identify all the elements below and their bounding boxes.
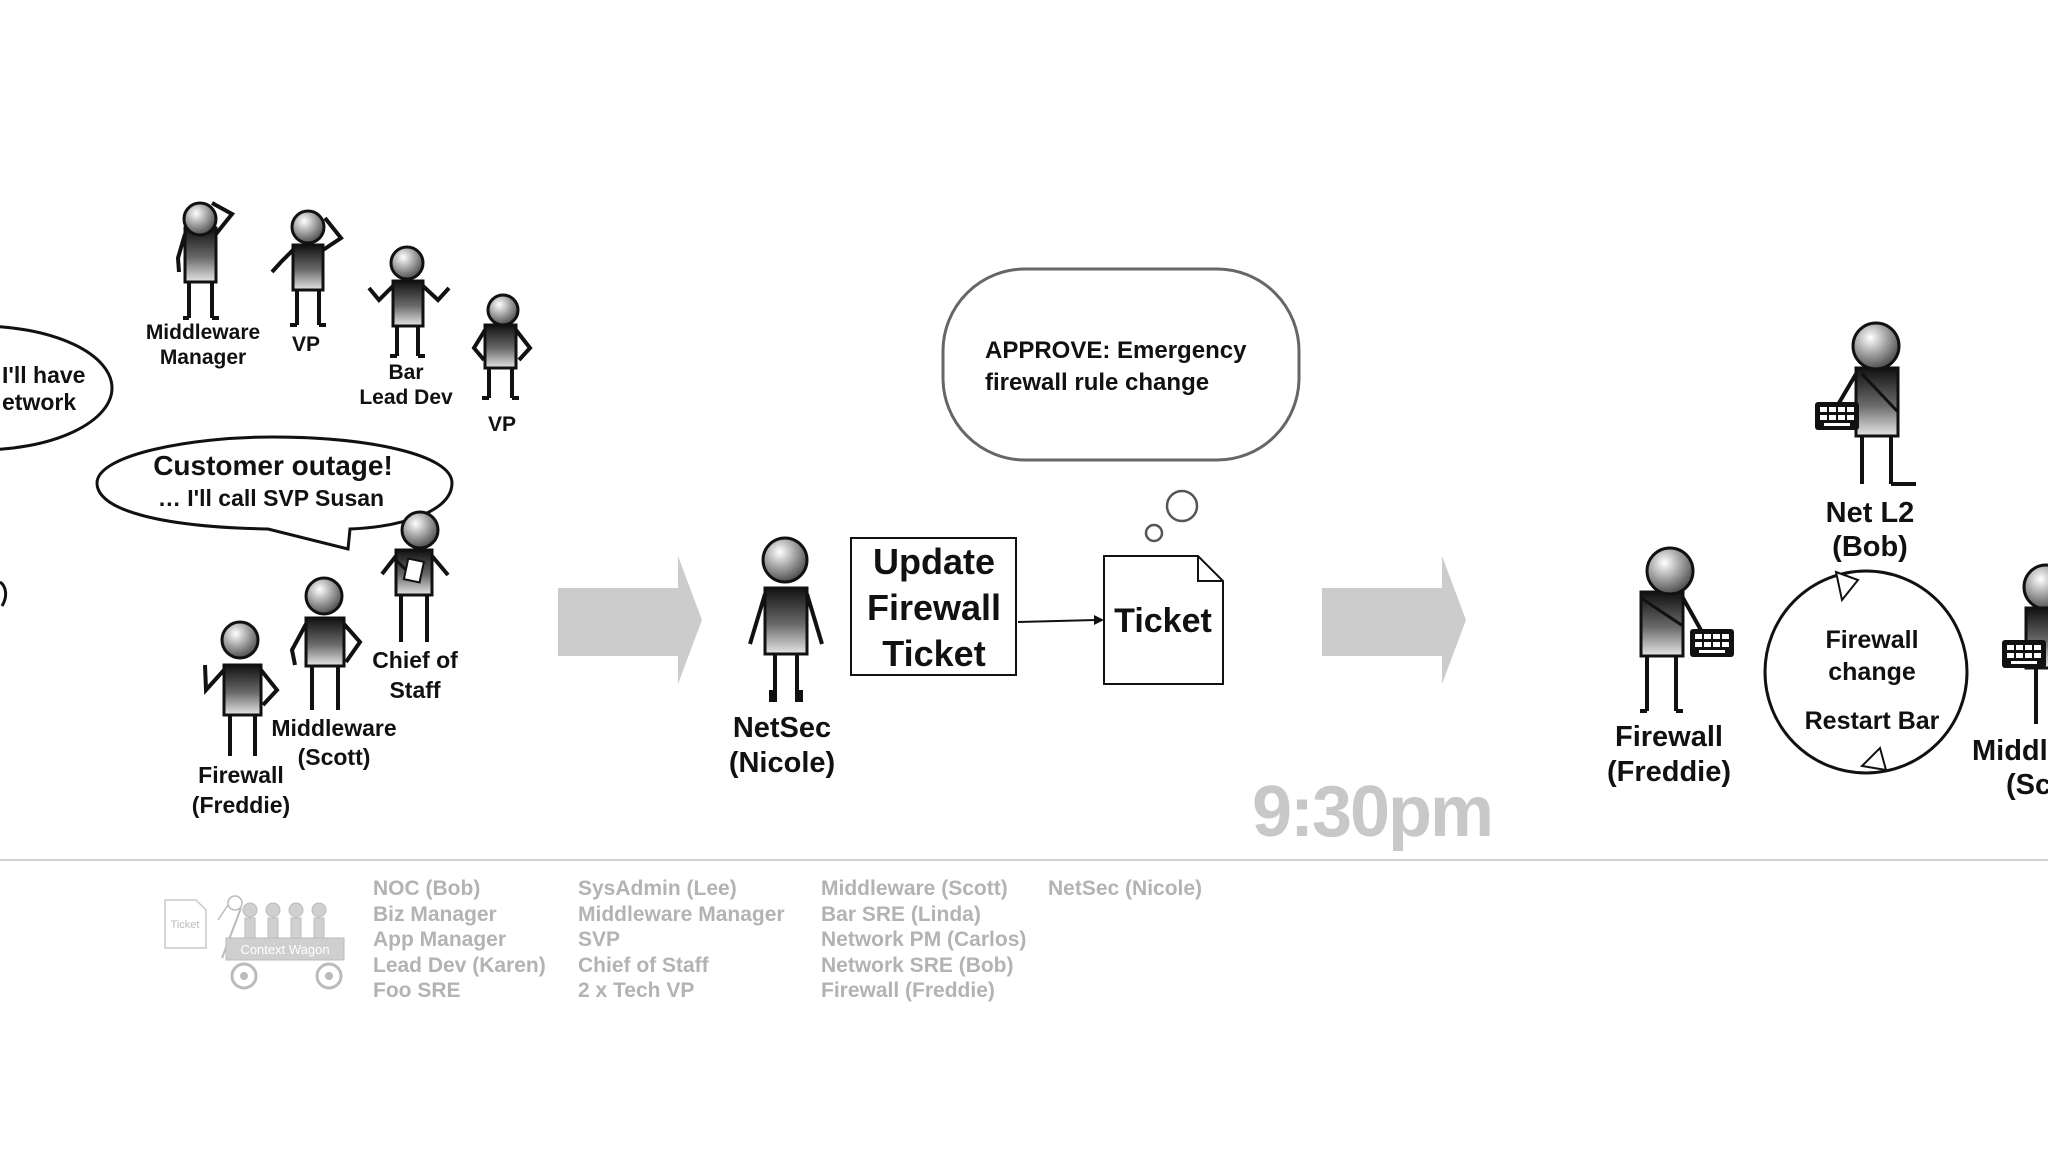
legend-item: Firewall (Freddie): [821, 979, 995, 1002]
net-l2-bob-label-line-1: Net L2: [1826, 497, 1915, 529]
person-net-l2-bob: Net L2 (Bob): [1815, 321, 1916, 563]
legend-column-1: NOC (Bob) Biz Manager App Manager Lead D…: [373, 876, 546, 1004]
legend-item: Chief of Staff: [578, 953, 709, 977]
middleware-manager-label-line-1: Middleware: [146, 321, 260, 344]
bar-lead-dev-label-line-2: Lead Dev: [359, 386, 453, 409]
wagon-ticket-label: Ticket: [171, 919, 200, 931]
cut-bubble-line-2: etwork: [2, 389, 76, 415]
cut-bubble-line-1: I'll have: [2, 362, 85, 388]
person-middleware-right-cut: Middl (Sc: [1972, 563, 2048, 801]
person-middleware-scott: Middleware (Scott): [271, 576, 397, 770]
firewall-freddie-left-label-line-1: Firewall: [198, 762, 284, 788]
flow-arrow-2: [1322, 556, 1466, 684]
person-bar-lead-dev: Bar Lead Dev: [359, 245, 453, 409]
legend-column-3: Middleware (Scott) Bar SRE (Linda) Netwo…: [821, 876, 1026, 1004]
cycle-line-1: Firewall: [1825, 626, 1918, 654]
keyboard-icon: [2002, 640, 2046, 668]
thought-line-2: firewall rule change: [985, 369, 1209, 396]
legend-item: Biz Manager: [373, 902, 497, 926]
legend-item: Foo SRE: [373, 979, 461, 1002]
legend-item: 2 x Tech VP: [578, 979, 695, 1002]
connector-arrow: [1017, 615, 1104, 625]
legend-column-4: NetSec (Nicole): [1048, 876, 1202, 902]
context-wagon-icon: Ticket Context Wagon: [164, 895, 345, 990]
person-middleware-manager: Middleware Manager: [146, 201, 260, 369]
bar-lead-dev-label-line-1: Bar: [388, 361, 423, 384]
middleware-manager-label-line-2: Manager: [160, 346, 246, 369]
person-firewall-freddie-right: Firewall (Freddie): [1607, 546, 1734, 788]
legend-item: Middleware Manager: [578, 902, 785, 926]
legend-item: SysAdmin (Lee): [578, 877, 737, 900]
legend-column-2: SysAdmin (Lee) Middleware Manager SVP Ch…: [578, 876, 785, 1004]
middleware-right-label-line-2: (Sc: [2006, 769, 2048, 801]
person-chief-of-staff: Chief of Staff: [372, 510, 458, 703]
cut-off-figure-edge: [0, 580, 8, 607]
keyboard-icon: [1690, 629, 1734, 657]
task-box-line-3: Ticket: [882, 633, 985, 674]
middleware-scott-label-line-2: (Scott): [298, 744, 371, 770]
chief-of-staff-label-line-2: Staff: [389, 677, 440, 703]
person-vp-1: VP: [270, 209, 344, 356]
middleware-scott-label-line-1: Middleware: [271, 715, 396, 741]
firewall-freddie-right-label-line-2: (Freddie): [1607, 756, 1731, 788]
cycle-line-3: Restart Bar: [1805, 707, 1940, 735]
thought-bubble: APPROVE: Emergency firewall rule change: [941, 267, 1301, 543]
legend-item: NOC (Bob): [373, 877, 481, 900]
firewall-freddie-right-label-line-1: Firewall: [1615, 721, 1723, 753]
task-box-line-1: Update: [873, 541, 995, 582]
vp-1-label: VP: [292, 333, 320, 356]
cycle-line-2: change: [1828, 658, 1916, 686]
person-netsec-nicole: NetSec (Nicole): [729, 536, 835, 779]
net-l2-bob-label-line-2: (Bob): [1832, 531, 1908, 563]
keyboard-icon: [1815, 402, 1859, 430]
netsec-nicole-label-line-1: NetSec: [733, 712, 831, 744]
thought-line-1: APPROVE: Emergency: [985, 337, 1247, 364]
legend-item: NetSec (Nicole): [1048, 877, 1203, 900]
legend-item: Middleware (Scott): [821, 877, 1008, 900]
legend-item: SVP: [578, 928, 621, 951]
legend-item: Network PM (Carlos): [821, 928, 1027, 951]
wagon-label: Context Wagon: [240, 942, 329, 957]
legend-item: Bar SRE (Linda): [821, 902, 981, 926]
firewall-freddie-left-label-line-2: (Freddie): [192, 792, 290, 818]
flow-arrow-1: [558, 556, 702, 684]
vp-2-label: VP: [488, 413, 516, 436]
middleware-right-label-line-1: Middl: [1972, 735, 2048, 767]
time-label: 9:30pm: [1252, 772, 1492, 852]
ticket-document: Ticket: [1103, 555, 1224, 685]
paper-icon: [402, 557, 426, 584]
speech-bubble-line-2: … I'll call SVP Susan: [158, 485, 384, 511]
task-box-line-2: Firewall: [867, 587, 1001, 628]
person-firewall-freddie-left: Firewall (Freddie): [192, 620, 290, 818]
netsec-nicole-label-line-2: (Nicole): [729, 747, 835, 779]
cut-off-speech-bubble: I'll have etwork: [0, 325, 114, 451]
legend-item: Lead Dev (Karen): [373, 953, 546, 977]
legend-item: App Manager: [373, 928, 507, 951]
task-box-update-firewall-ticket: Update Firewall Ticket: [850, 537, 1017, 676]
legend-item: Network SRE (Bob): [821, 953, 1014, 977]
speech-bubble-line-1: Customer outage!: [153, 450, 393, 481]
person-vp-2: VP: [471, 293, 533, 436]
chief-of-staff-label-line-1: Chief of: [372, 647, 458, 673]
cycle-loop: Firewall change Restart Bar: [1763, 569, 1969, 775]
speech-bubble-customer-outage: Customer outage! … I'll call SVP Susan: [95, 435, 454, 551]
ticket-label: Ticket: [1114, 602, 1212, 640]
